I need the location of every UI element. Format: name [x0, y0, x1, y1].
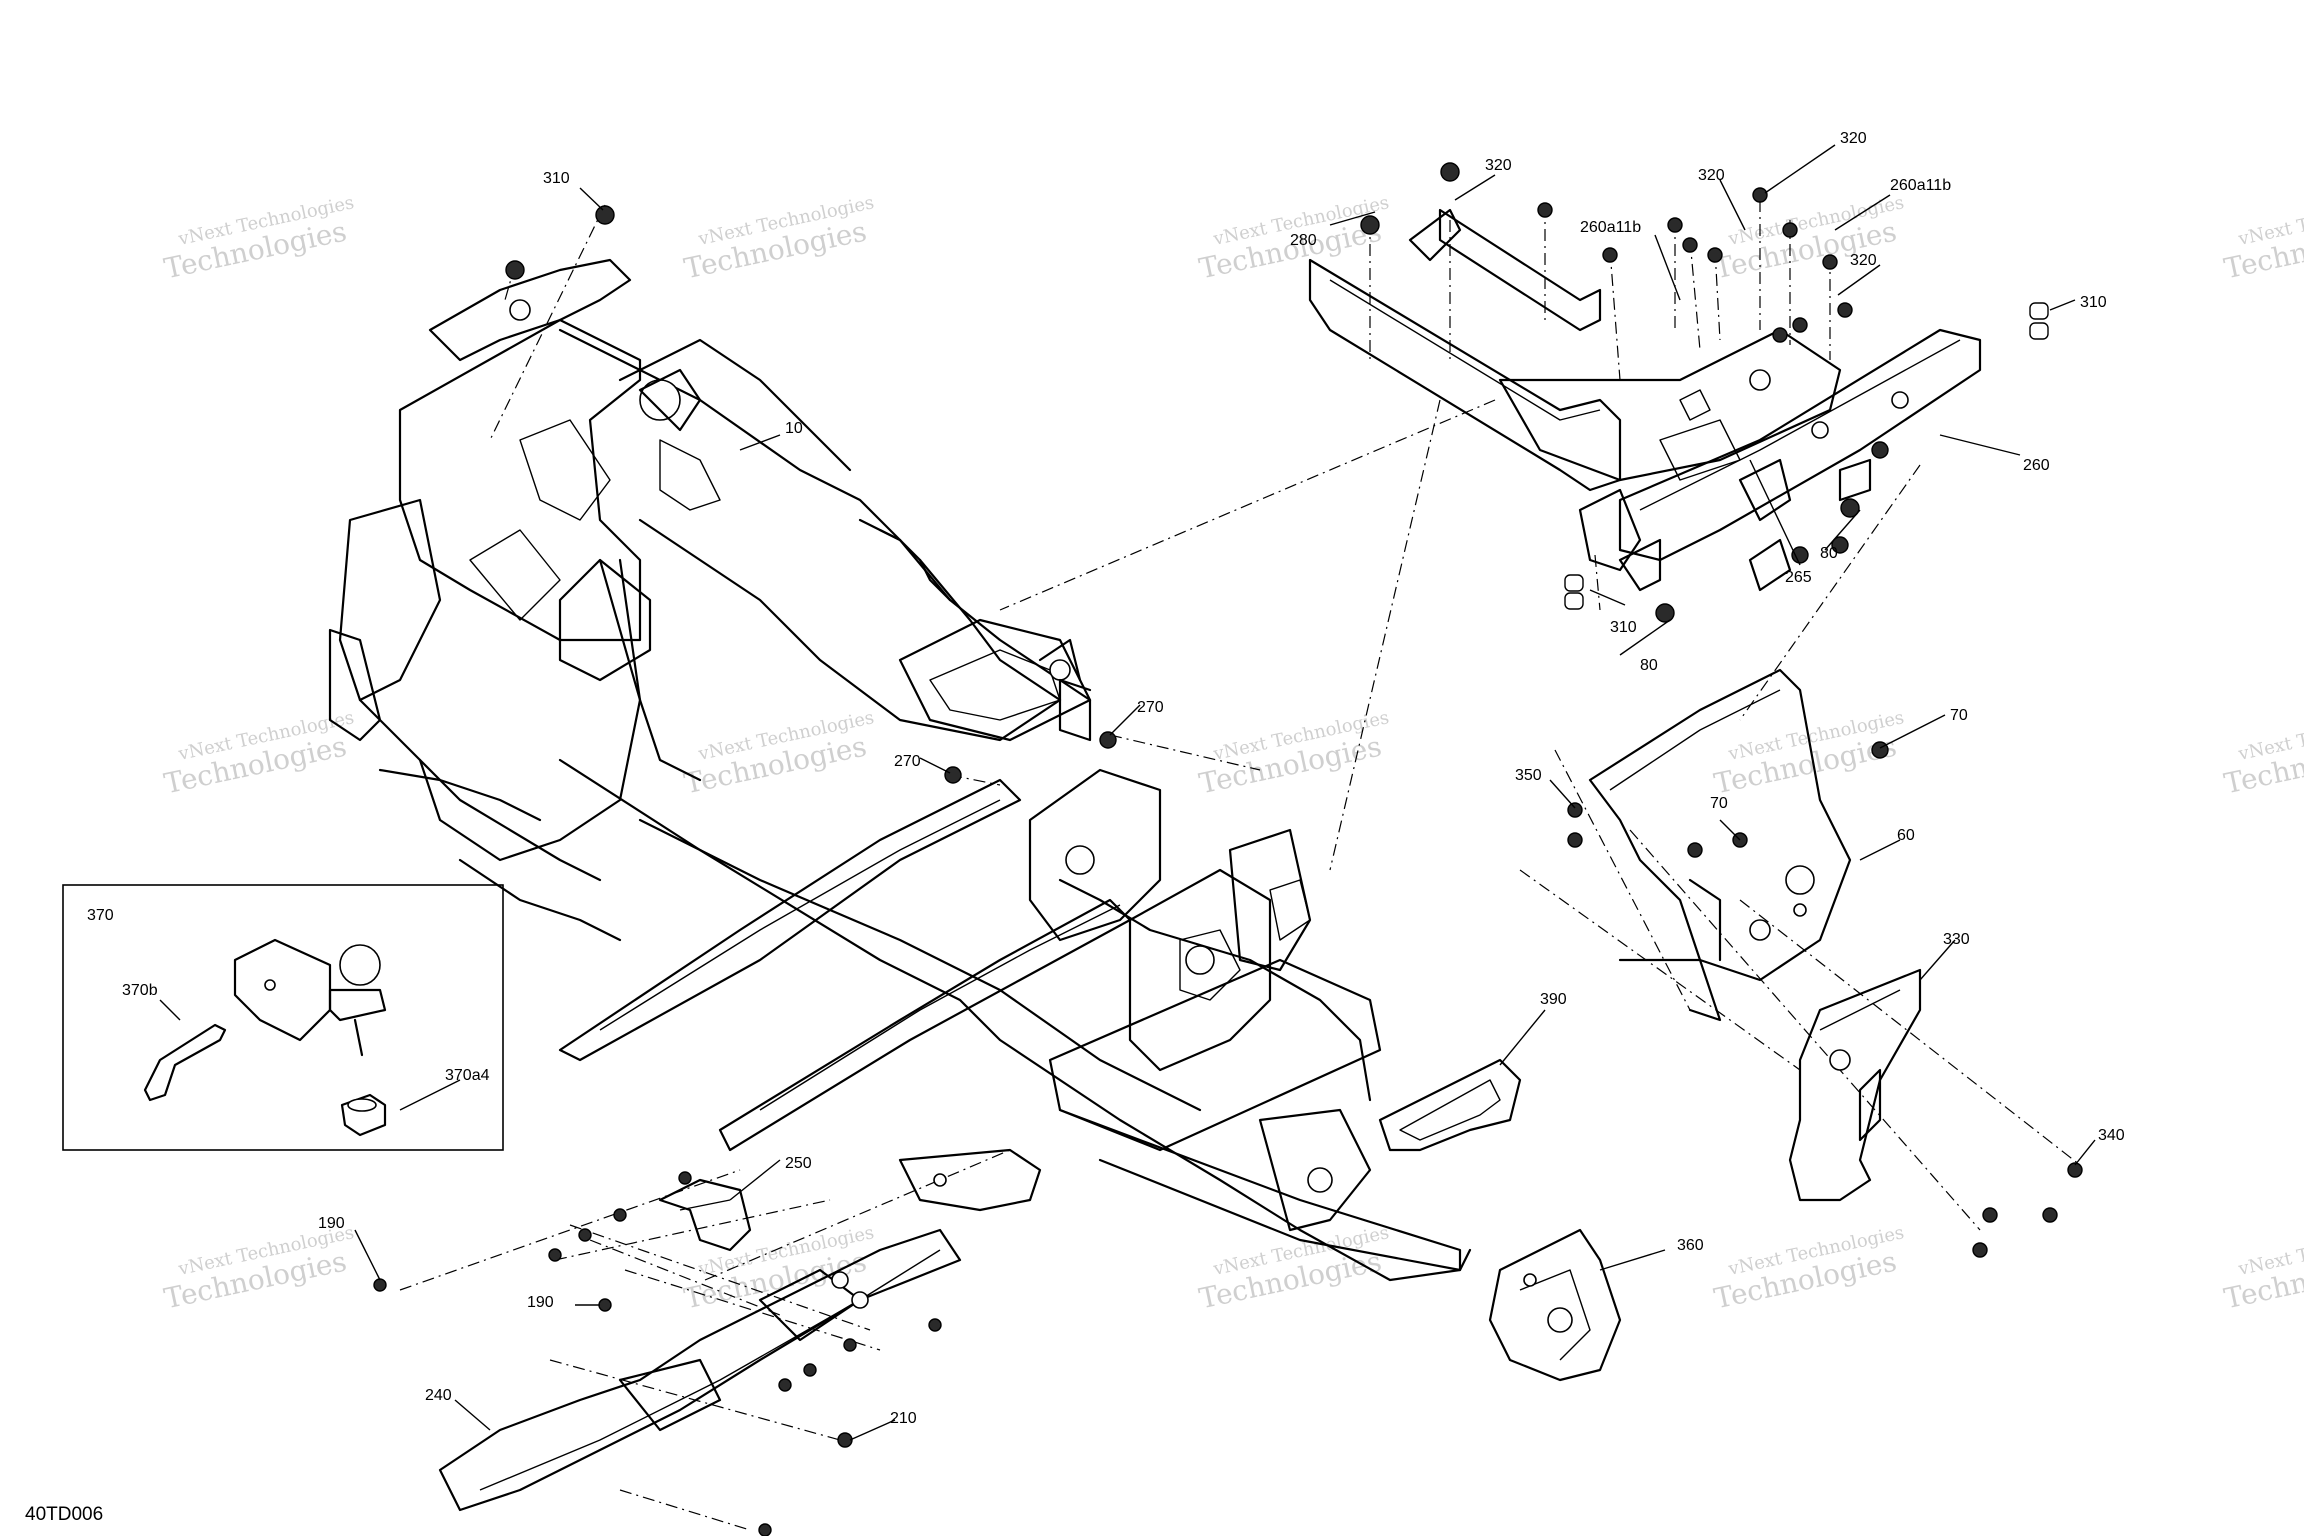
nut-icon — [1822, 254, 1838, 270]
leader-lines — [159, 144, 2096, 1441]
bolt-icon — [1687, 842, 1703, 858]
bracket-330 — [1788, 968, 1922, 1202]
callout-320-d: 320 — [1850, 252, 1877, 269]
hitch-pin-icon — [143, 1023, 227, 1102]
nut-icon — [1360, 215, 1380, 235]
nut-icon — [803, 1363, 817, 1377]
spacer-icon — [2029, 322, 2049, 340]
nut-icon — [1099, 731, 1117, 749]
nut-icon — [1602, 247, 1618, 263]
main-frame — [328, 258, 1472, 1282]
nut-icon — [1682, 237, 1698, 253]
spacer-icon — [1564, 574, 1584, 592]
bolt-icon — [1982, 1207, 1998, 1223]
nut-icon — [1667, 217, 1683, 233]
callout-270-b: 270 — [894, 753, 921, 770]
callout-70-a: 70 — [1950, 707, 1968, 724]
nut-icon — [1782, 222, 1798, 238]
inset-frame — [62, 884, 504, 1151]
callout-270-a: 270 — [1137, 699, 1164, 716]
nut-icon — [1567, 802, 1583, 818]
bracket-360 — [1488, 1228, 1622, 1382]
bolt-icon — [548, 1248, 562, 1262]
callout-360: 360 — [1677, 1237, 1704, 1254]
callout-280: 280 — [1290, 232, 1317, 249]
nut-icon — [928, 1318, 942, 1332]
gasket-390 — [1378, 1058, 1522, 1152]
nut-icon — [778, 1378, 792, 1392]
bracket-250 — [658, 1178, 752, 1252]
nut-icon — [1567, 832, 1583, 848]
bolt-icon — [373, 1278, 387, 1292]
nut-icon — [1655, 603, 1675, 623]
nut-icon — [1707, 247, 1723, 263]
lower-arm-240 — [438, 1148, 1042, 1512]
nut-icon — [1840, 498, 1860, 518]
callout-310-right: 310 — [2080, 294, 2107, 311]
callout-310-top: 310 — [543, 170, 570, 187]
callout-260: 260 — [2023, 457, 2050, 474]
rear-frame-assembly — [1308, 208, 1982, 592]
callout-210: 210 — [890, 1410, 917, 1427]
hitch-receiver-icon — [233, 938, 332, 1042]
spacer-icon — [2029, 302, 2049, 320]
callout-260a11b-b: 260a11b — [1890, 177, 1951, 194]
callout-10: 10 — [785, 420, 803, 437]
callout-320-a: 320 — [1485, 157, 1512, 174]
nut-icon — [1837, 302, 1853, 318]
callout-250: 250 — [785, 1155, 812, 1172]
bolt-icon — [598, 1298, 612, 1312]
callout-190-b: 190 — [527, 1294, 554, 1311]
bolt-icon — [2042, 1207, 2058, 1223]
callout-240: 240 — [425, 1387, 452, 1404]
hitch-nut-icon — [340, 1093, 387, 1137]
callout-340: 340 — [2098, 1127, 2125, 1144]
nut-icon — [1772, 327, 1788, 343]
nut-icon — [1752, 187, 1768, 203]
callout-70-b: 70 — [1710, 795, 1728, 812]
nut-icon — [837, 1432, 853, 1448]
callout-370a4: 370a4 — [445, 1067, 490, 1084]
callout-330: 330 — [1943, 931, 1970, 948]
callout-80-b: 80 — [1640, 657, 1658, 674]
callout-390: 390 — [1540, 991, 1567, 1008]
callout-80-a: 80 — [1820, 545, 1838, 562]
rear-bracket-60 — [1588, 668, 1852, 1022]
callout-320-c: 320 — [1840, 130, 1867, 147]
hitch-kit-inset — [62, 884, 504, 1151]
watermark-layer: vNext Technologies Technologies vNext Te… — [161, 192, 2304, 1315]
diagram-code: 40TD006 — [25, 1504, 103, 1525]
nut-icon — [1440, 162, 1460, 182]
fasteners — [373, 162, 2083, 1536]
nut-icon — [1871, 441, 1889, 459]
callout-320-b: 320 — [1698, 167, 1725, 184]
bolt-icon — [578, 1228, 592, 1242]
callout-370b: 370b — [122, 982, 158, 999]
nut-icon — [1537, 202, 1553, 218]
bolt-icon — [613, 1208, 627, 1222]
bolt-icon — [2067, 1162, 2083, 1178]
nut-icon — [1792, 317, 1808, 333]
spacer-icon — [1564, 592, 1584, 610]
callout-310-mid: 310 — [1610, 619, 1637, 636]
nut-icon — [595, 205, 615, 225]
bolt-icon — [678, 1171, 692, 1185]
nut-icon — [505, 260, 525, 280]
nut-icon — [843, 1338, 857, 1352]
nut-icon — [944, 766, 962, 784]
callout-265: 265 — [1785, 569, 1812, 586]
bolt-icon — [1972, 1242, 1988, 1258]
nut-icon — [1791, 546, 1809, 564]
callout-labels: 310 10 280 320 320 320 320 260a11b 260a1… — [87, 130, 2125, 1427]
nut-icon — [1831, 536, 1849, 554]
callout-370: 370 — [87, 907, 114, 924]
hitch-ball-icon — [339, 944, 381, 986]
callout-260a11b-a: 260a11b — [1580, 219, 1641, 236]
nut-icon — [758, 1523, 772, 1536]
callout-350: 350 — [1515, 767, 1542, 784]
callout-190-a: 190 — [318, 1215, 345, 1232]
callout-60: 60 — [1897, 827, 1915, 844]
